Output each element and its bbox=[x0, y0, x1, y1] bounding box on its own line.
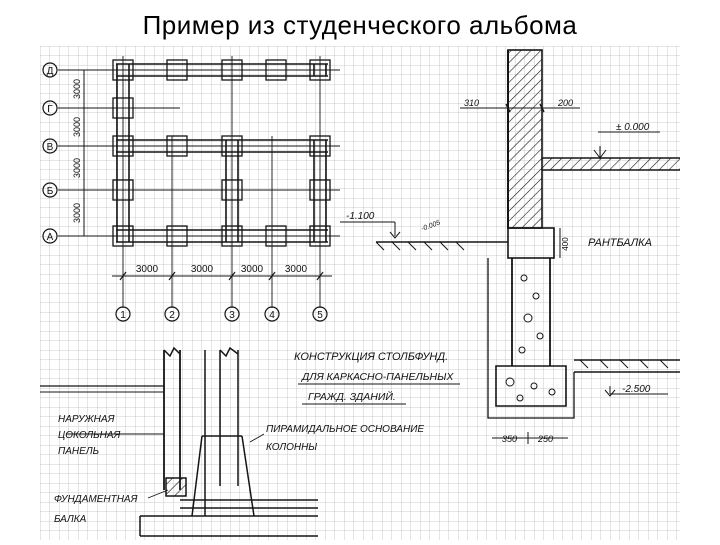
panel-label: ПАНЕЛЬ bbox=[58, 446, 99, 457]
panel-label: ЦОКОЛЬНАЯ bbox=[58, 430, 121, 441]
panel-label: НАРУЖНАЯ bbox=[58, 414, 115, 425]
row-axis-label: Д bbox=[47, 66, 54, 77]
dim-310-label: 310 bbox=[464, 98, 479, 108]
col-axis-label: 1 bbox=[120, 310, 126, 321]
col-axis-label: 3 bbox=[229, 310, 235, 321]
level-ground-label: -1.100 bbox=[346, 211, 375, 222]
column-detail bbox=[40, 346, 318, 537]
row-spacing-label: 3000 bbox=[72, 158, 82, 178]
plan-labels: Д Г В Б А 3000 3000 3000 3000 3000 3000 … bbox=[47, 66, 324, 321]
row-axis-label: Г bbox=[47, 104, 53, 115]
design-note: КОНСТРУКЦИЯ СТОЛБФУНД. ДЛЯ КАРКАСНО-ПАНЕ… bbox=[294, 351, 460, 405]
col-spacing-label: 3000 bbox=[136, 264, 159, 275]
pyramid-label: ПИРАМИДАЛЬНОЕ ОСНОВАНИЕ bbox=[266, 424, 424, 435]
row-spacing-label: 3000 bbox=[72, 79, 82, 99]
row-axis-label: Б bbox=[47, 186, 54, 197]
beam-label: БАЛКА bbox=[54, 514, 87, 525]
dim-400-label: 400 bbox=[561, 237, 570, 251]
col-axis-label: 2 bbox=[169, 310, 175, 321]
design-note-line: ГРАЖД. ЗДАНИЙ. bbox=[308, 390, 396, 403]
row-axis-label: В bbox=[47, 142, 54, 153]
col-spacing-label: 3000 bbox=[241, 264, 264, 275]
design-note-line: КОНСТРУКЦИЯ СТОЛБФУНД. bbox=[294, 351, 448, 363]
col-spacing-label: 3000 bbox=[285, 264, 308, 275]
slide-title: Пример из студенческого альбома bbox=[142, 10, 578, 40]
level-bottom-label: -2.500 bbox=[622, 384, 651, 395]
drawing-svg: Д Г В Б А 3000 3000 3000 3000 3000 3000 … bbox=[40, 46, 680, 540]
dim-250-label: 250 bbox=[537, 434, 553, 444]
detail-labels: НАРУЖНАЯ ЦОКОЛЬНАЯ ПАНЕЛЬ ПИРАМИДАЛЬНОЕ … bbox=[54, 414, 424, 525]
level-top-label: ± 0.000 bbox=[616, 122, 650, 133]
row-spacing-label: 3000 bbox=[72, 203, 82, 223]
graph-paper-grid bbox=[40, 46, 680, 540]
dim-200-label: 200 bbox=[557, 98, 573, 108]
rand-beam-label: РАНТБАЛКА bbox=[588, 237, 652, 249]
beam-label: ФУНДАМЕНТНАЯ bbox=[54, 494, 138, 505]
row-axis-label: А bbox=[47, 232, 54, 243]
pyramid-label: КОЛОННЫ bbox=[266, 442, 317, 453]
col-spacing-label: 3000 bbox=[191, 264, 214, 275]
col-axis-label: 4 bbox=[269, 310, 275, 321]
drawing-sheet: Д Г В Б А 3000 3000 3000 3000 3000 3000 … bbox=[40, 46, 680, 540]
row-spacing-label: 3000 bbox=[72, 117, 82, 137]
foundation-plan bbox=[42, 56, 340, 322]
col-axis-label: 5 bbox=[317, 310, 323, 321]
dim-350-label: 350 bbox=[502, 434, 517, 444]
design-note-line: ДЛЯ КАРКАСНО-ПАНЕЛЬНЫХ bbox=[301, 371, 454, 383]
foundation-section bbox=[340, 49, 680, 444]
